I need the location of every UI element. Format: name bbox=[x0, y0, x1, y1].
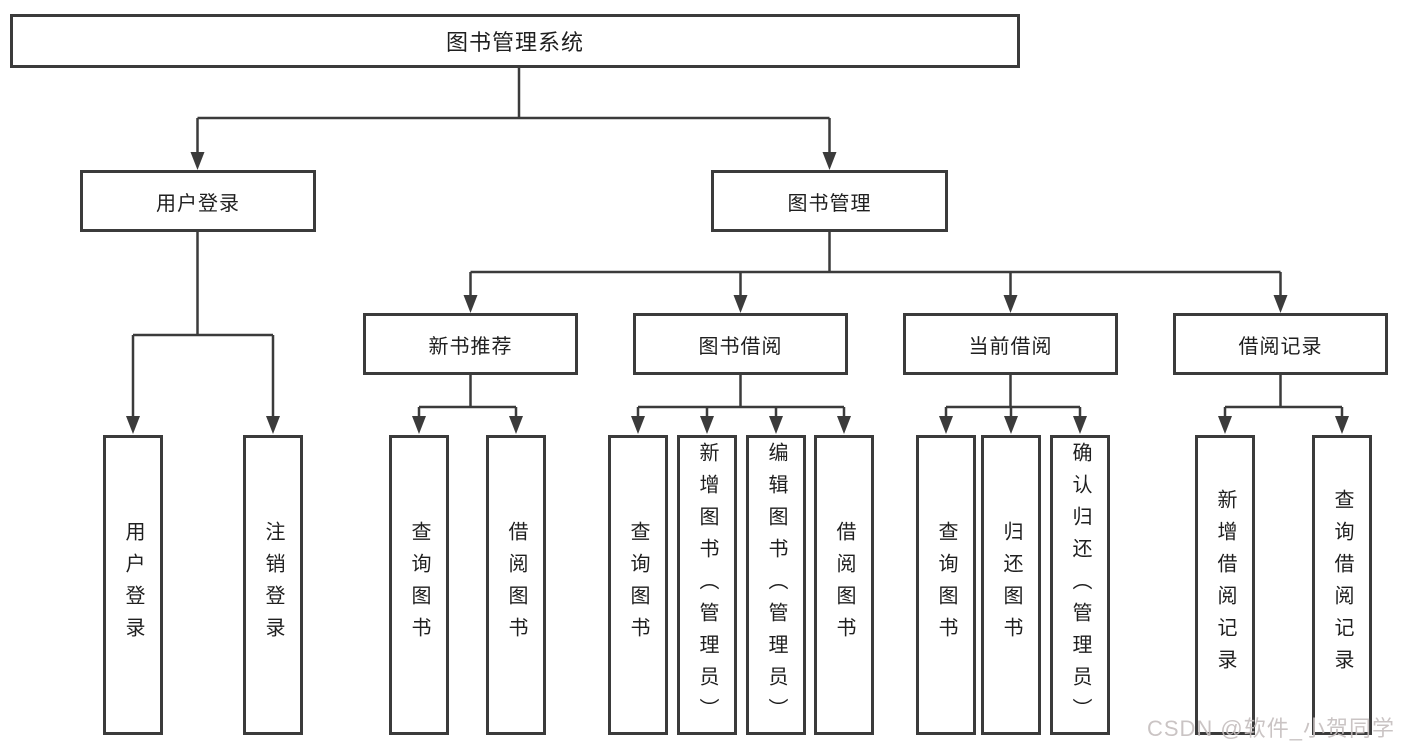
leaf-edit-books-admin: 编辑图书（管理员） bbox=[746, 435, 806, 735]
leaf-return-books: 归还图书 bbox=[981, 435, 1041, 735]
leaf-logout: 注销登录 bbox=[243, 435, 303, 735]
leaf-confirm-return-admin: 确认归还（管理员） bbox=[1050, 435, 1110, 735]
node-book-management: 图书管理 bbox=[711, 170, 948, 232]
leaf-query-books-borrowing: 查询图书 bbox=[608, 435, 668, 735]
leaf-user-login: 用户登录 bbox=[103, 435, 163, 735]
node-current-borrowing: 当前借阅 bbox=[903, 313, 1118, 375]
csdn-watermark: CSDN @软件_小贺同学 bbox=[1146, 716, 1395, 741]
node-user-login: 用户登录 bbox=[80, 170, 316, 232]
node-borrowing-records: 借阅记录 bbox=[1173, 313, 1388, 375]
leaf-borrow-books-recommend: 借阅图书 bbox=[486, 435, 546, 735]
node-library-management-system: 图书管理系统 bbox=[10, 14, 1020, 68]
leaf-query-books-recommend: 查询图书 bbox=[389, 435, 449, 735]
leaf-add-borrow-record: 新增借阅记录 bbox=[1195, 435, 1255, 735]
node-new-book-recommend: 新书推荐 bbox=[363, 313, 578, 375]
node-book-borrowing: 图书借阅 bbox=[633, 313, 848, 375]
leaf-borrow-books: 借阅图书 bbox=[814, 435, 874, 735]
leaf-add-books-admin: 新增图书（管理员） bbox=[677, 435, 737, 735]
leaf-query-borrow-record: 查询借阅记录 bbox=[1312, 435, 1372, 735]
leaf-query-books-current: 查询图书 bbox=[916, 435, 976, 735]
